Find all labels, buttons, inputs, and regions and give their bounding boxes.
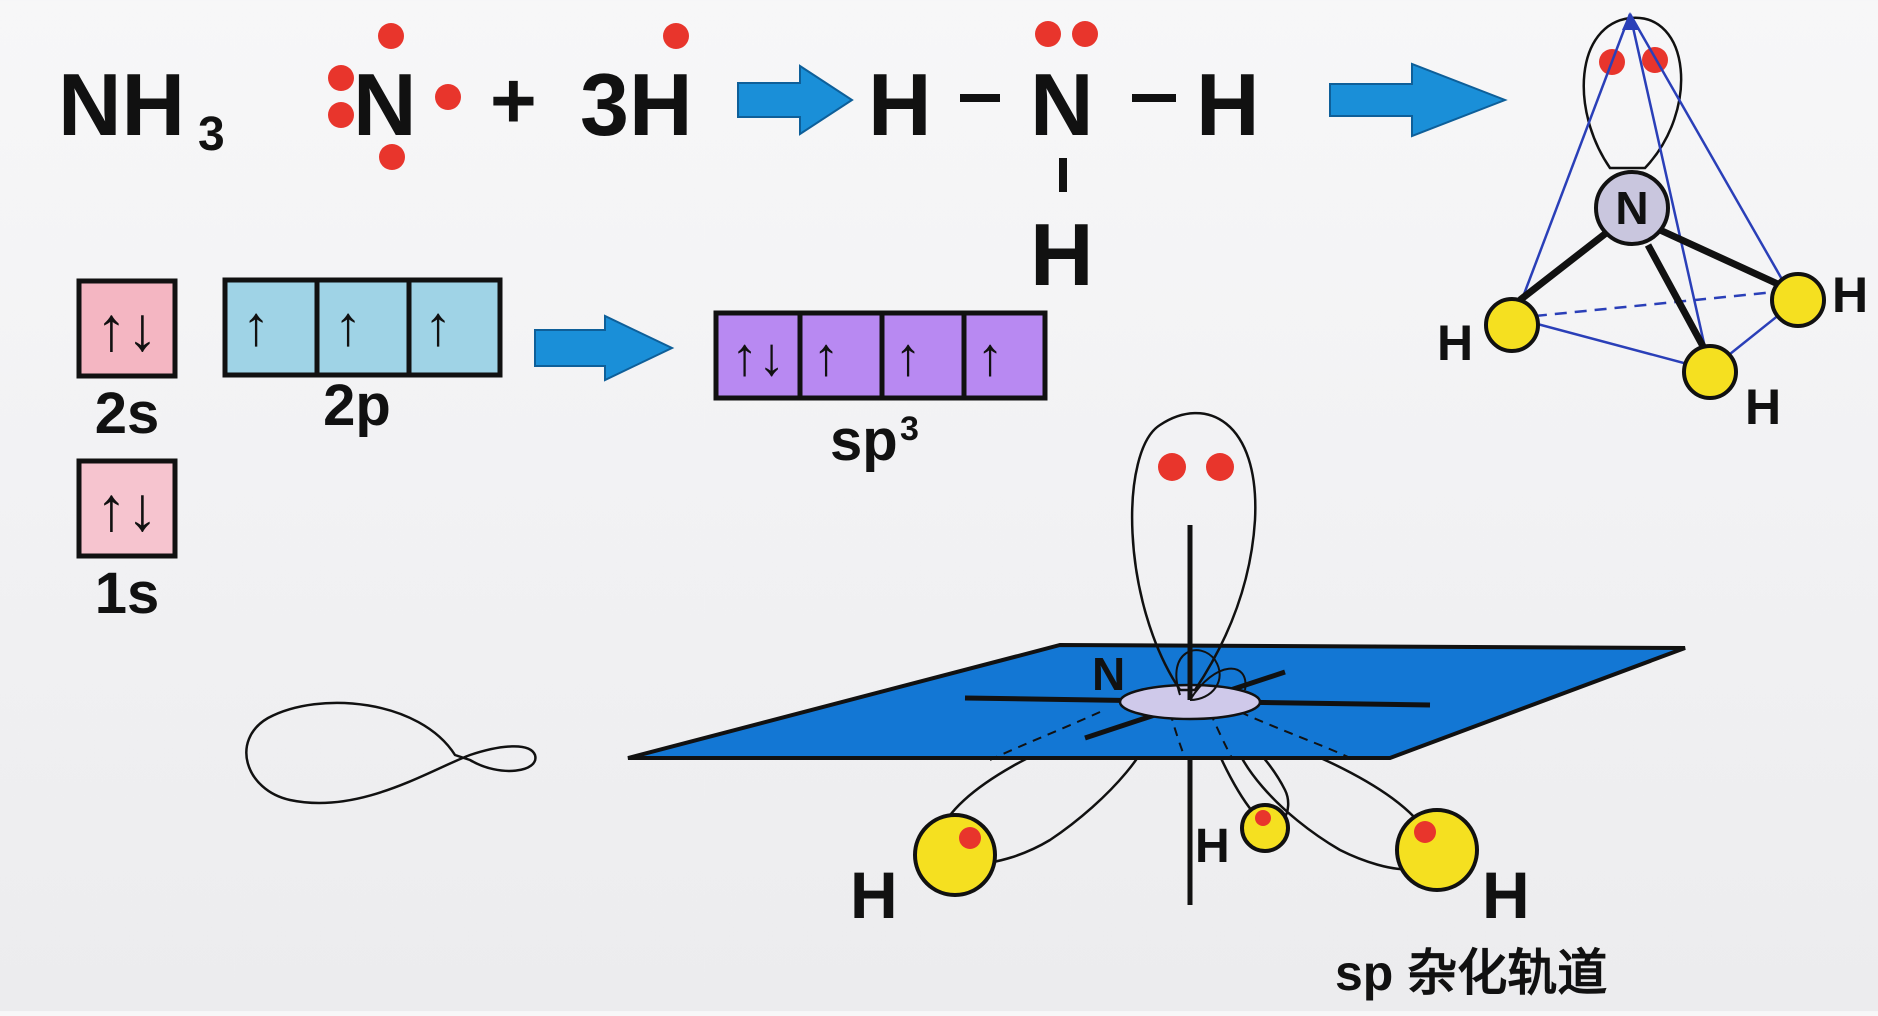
edge-line xyxy=(1513,13,1632,319)
dashed-lobe xyxy=(1239,711,1351,759)
electron-arrow: ↑ xyxy=(242,294,270,357)
electron-arrow: ↑ xyxy=(813,327,840,387)
electron-arrow: ↑ xyxy=(334,294,362,357)
hydrogen-atom xyxy=(1395,808,1479,892)
orbital-label-2p: 2p xyxy=(323,373,391,438)
electron-dot xyxy=(379,144,405,170)
orbital-sp3: ↑↓ ↑ ↑ ↑ sp 3 xyxy=(713,310,1048,473)
lone-pair-dot xyxy=(1206,453,1234,481)
orbital-1s: ↑↓ 1s xyxy=(76,458,178,626)
lewis-n: N xyxy=(1030,55,1094,154)
electron-arrow: ↑ xyxy=(977,327,1004,387)
n-h-bond xyxy=(1517,227,1613,303)
edge-arrowhead xyxy=(1622,12,1638,30)
electron-dot xyxy=(328,102,354,128)
tetra-h-label: H xyxy=(1437,315,1473,371)
electron-dot xyxy=(663,23,689,49)
n-h-bond xyxy=(1644,243,1709,352)
lone-pair-dot xyxy=(1158,453,1186,481)
tetra-h-label: H xyxy=(1745,379,1781,435)
hydrogen-atom xyxy=(1484,297,1540,353)
orbital-2s: ↑↓ 2s xyxy=(76,278,178,446)
edge-line xyxy=(1628,13,1712,371)
edge-line xyxy=(1514,316,1711,372)
hydrogen-atom xyxy=(1682,344,1738,400)
electron-arrows: ↑↓ xyxy=(731,327,785,387)
model-caption: sp 杂化轨道 xyxy=(1335,945,1607,1001)
molecule-subscript: 3 xyxy=(198,108,225,161)
nh3-formula: NH 3 xyxy=(58,55,225,161)
orbital-2p: ↑ ↑ ↑ 2p xyxy=(222,277,503,438)
lone-pair-lobe xyxy=(1130,411,1257,692)
hydrogen-atom xyxy=(1770,272,1826,328)
orbital-loop xyxy=(1189,667,1247,701)
reaction-arrow-1 xyxy=(737,64,854,136)
lewis-h-left: H xyxy=(868,55,932,154)
edge-line xyxy=(1628,13,1797,303)
lone-pair-dot xyxy=(1072,21,1098,47)
electron-arrows: ↑↓ xyxy=(96,295,158,364)
lewis-h-right: H xyxy=(1196,55,1260,154)
model-h-label: H xyxy=(850,858,898,932)
lone-pair-lobe xyxy=(1582,16,1683,170)
nitrogen-atom xyxy=(1594,170,1670,246)
electron-dot xyxy=(328,65,354,91)
sp3-orbital-shape xyxy=(245,701,537,805)
three-hydrogen-label: 3H xyxy=(580,55,693,154)
electron-dot xyxy=(378,23,404,49)
hidden-edge-line xyxy=(1514,288,1796,320)
nh3-3d-model: N H H H sp 杂化轨道 xyxy=(627,411,1686,1001)
model-h-label: H xyxy=(1482,858,1530,932)
tetra-n-label: N xyxy=(1615,182,1648,234)
orbital-label-1s: 1s xyxy=(95,561,160,626)
hydrogen-atom xyxy=(913,813,997,897)
orbital-box xyxy=(222,277,503,378)
orbital-label-sp3-superscript: 3 xyxy=(900,410,919,448)
model-h-label: H xyxy=(1195,820,1230,873)
lewis-h-bottom: H xyxy=(1030,205,1094,304)
nitrogen-lewis-atom: N xyxy=(328,23,461,170)
tetra-h-label: H xyxy=(1832,267,1868,323)
model-n-label: N xyxy=(1092,648,1125,700)
lone-pair-dot xyxy=(1035,21,1061,47)
electron-dot xyxy=(1255,810,1271,826)
hydrogen-atom xyxy=(1240,803,1290,853)
hydrogen-lewis-atoms: 3H xyxy=(580,23,693,154)
orbital-loop xyxy=(1175,649,1221,701)
electron-arrow: ↑ xyxy=(895,327,922,387)
bond-line xyxy=(1132,94,1176,102)
hybridization-arrow xyxy=(534,314,675,382)
orbital-label-2s: 2s xyxy=(95,381,160,446)
tetrahedron-model: N H H H xyxy=(1437,12,1868,435)
bond-line xyxy=(960,94,1000,102)
electron-dot xyxy=(1414,821,1436,843)
orbital-box xyxy=(76,278,178,379)
orbital-label-sp3: sp xyxy=(830,408,898,473)
lewis-structure: H N H H xyxy=(868,21,1260,304)
bond-line xyxy=(1059,158,1067,192)
electron-arrow: ↑ xyxy=(424,294,452,357)
plus-sign: + xyxy=(490,56,537,145)
n-h-bond xyxy=(1658,226,1782,289)
electron-dot xyxy=(435,84,461,110)
reaction-arrow-2 xyxy=(1329,62,1508,138)
molecule-label: NH xyxy=(58,55,185,154)
nitrogen-symbol: N xyxy=(353,55,417,154)
orbital-box xyxy=(76,458,178,559)
electron-arrows: ↑↓ xyxy=(96,475,158,544)
electron-dot xyxy=(959,827,981,849)
dashed-lobe xyxy=(989,711,1101,761)
